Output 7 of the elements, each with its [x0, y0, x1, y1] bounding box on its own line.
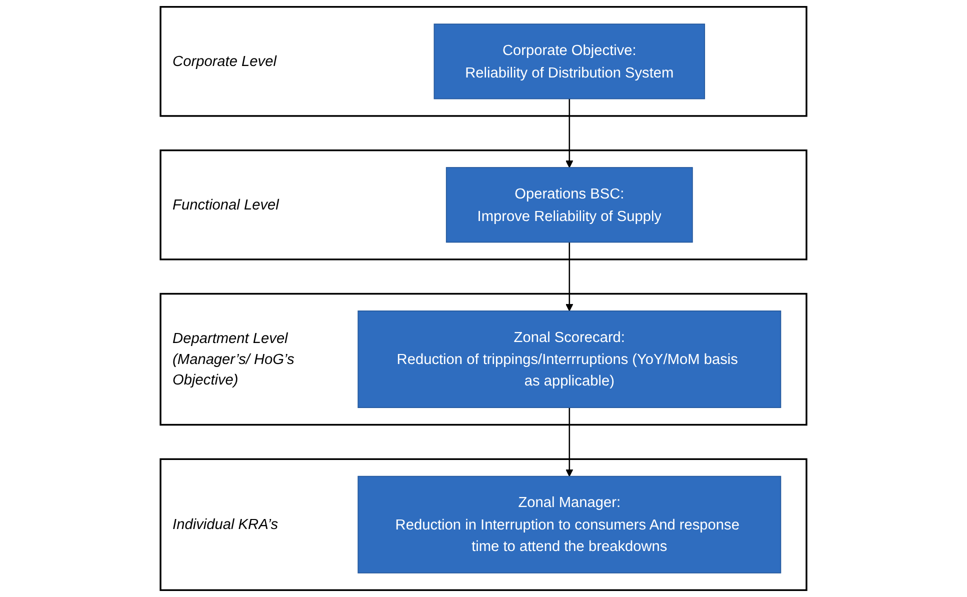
node-box: Corporate Objective: Reliability of Distribution System	[434, 24, 706, 100]
node-box: Operations BSC: Improve Reliability of Supply	[446, 167, 693, 243]
node-box: Zonal Manager: Reduction in Interruption to consumers And response time to attend the breakdowns	[358, 476, 782, 574]
arrow	[566, 408, 574, 477]
node-box: Zonal Scorecard: Reduction of trippings/Interrruptions (YoY/MoM basis as applicable)	[358, 310, 782, 408]
arrow	[566, 98, 574, 168]
arrow	[566, 242, 574, 312]
